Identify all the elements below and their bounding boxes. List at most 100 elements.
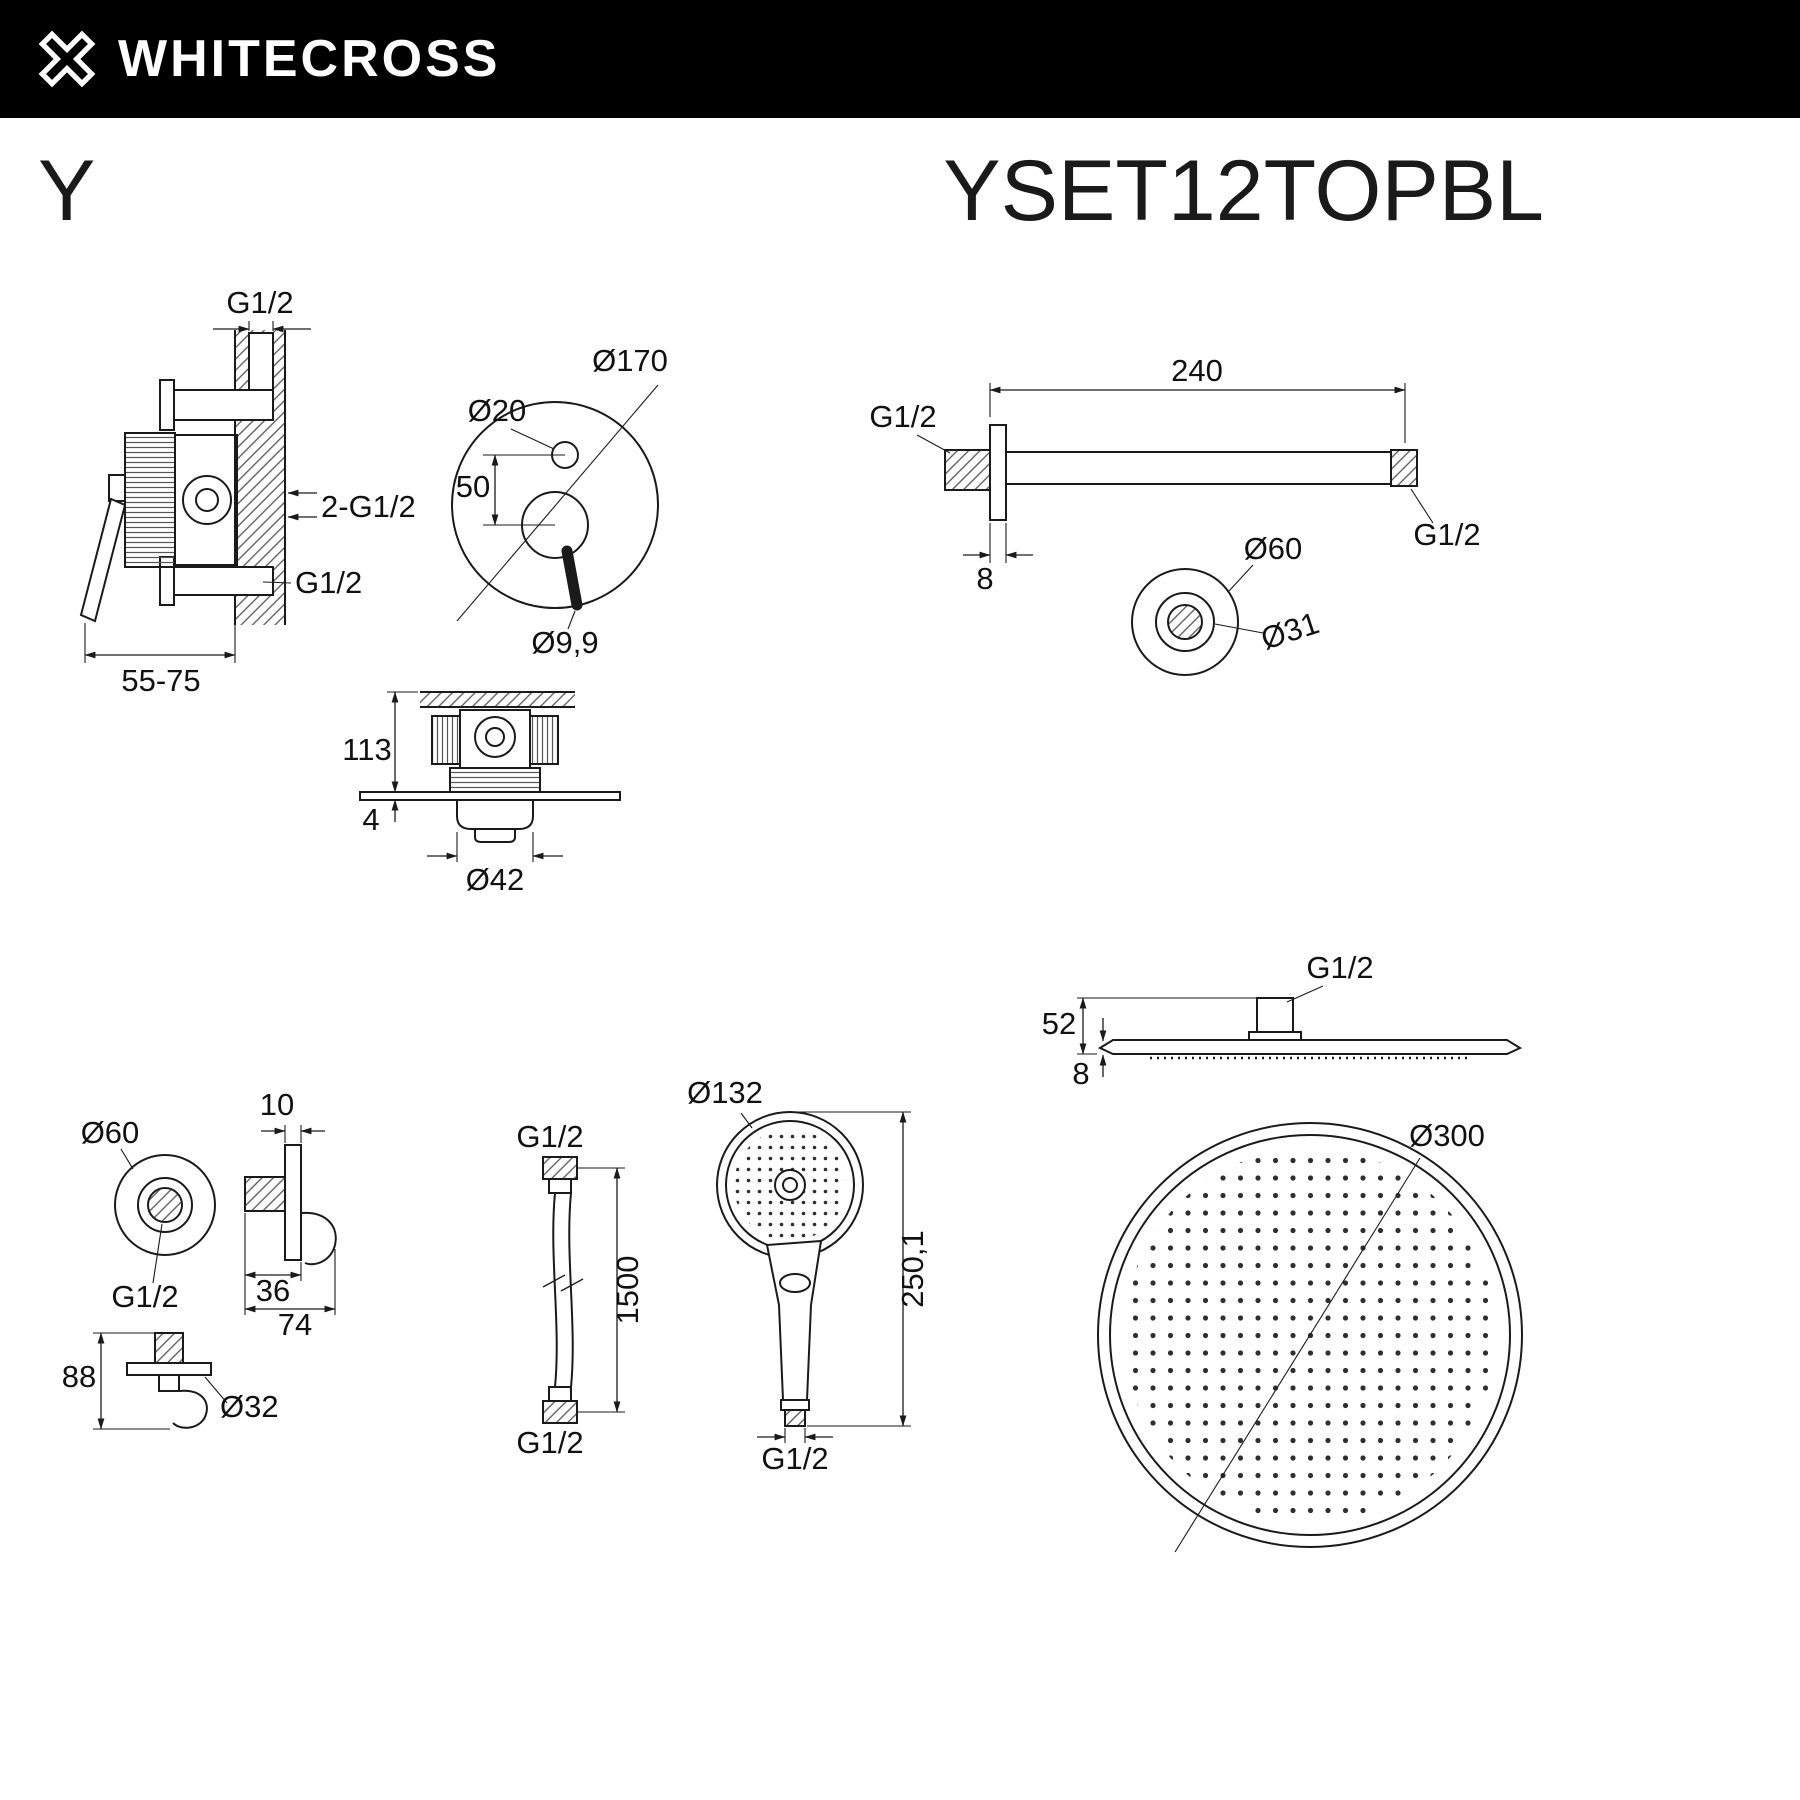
series-title: Y <box>38 143 96 239</box>
dim-label-thread-top: G1/2 <box>516 1119 583 1154</box>
dim-label-flange-diameter: Ø60 <box>1244 531 1303 566</box>
dim-body-depth: 113 <box>342 691 418 793</box>
dim-label-diverter-diameter: Ø20 <box>468 393 527 428</box>
dim-plate-thickness: 8 <box>1072 1018 1107 1091</box>
arm-flange-front-view <box>1131 568 1239 676</box>
hand-shower-drawing: Ø132 250,1 G1/2 <box>687 1075 930 1476</box>
arm-end-thread <box>1390 449 1418 487</box>
dim-label-thread: G1/2 <box>111 1279 178 1314</box>
dim-label-thread: G1/2 <box>761 1441 828 1476</box>
rain-head-side-drawing: G1/2 52 8 <box>1042 950 1523 1091</box>
trim-plate-edge <box>359 791 621 801</box>
dim-body-depth: 36 <box>244 1213 302 1315</box>
arm-wall-thread <box>944 449 991 491</box>
wall-outlet-drawing: Ø60 G1/2 10 36 74 88 Ø3 <box>62 1087 337 1430</box>
dim-thread-bottom: G1/2 <box>262 565 362 600</box>
dim-label-mounting-depth: 55-75 <box>121 663 200 698</box>
dim-label-hub-diameter: Ø31 <box>1257 605 1324 656</box>
brand-name: WHITECROSS <box>118 30 501 88</box>
trim-front-view-drawing: Ø170 Ø20 50 Ø9,9 <box>451 343 668 660</box>
dim-label-plate-thickness: 8 <box>1072 1056 1089 1091</box>
dim-total-length: 250,1 <box>793 1111 930 1427</box>
dim-thread-wall: G1/2 <box>869 399 951 454</box>
dim-thread-top: G1/2 <box>213 285 311 333</box>
dim-height: 88 <box>62 1332 170 1430</box>
shower-arm-drawing: 240 G1/2 G1/2 8 Ø60 Ø31 <box>869 353 1481 676</box>
dim-flange-thickness: 8 <box>963 523 1033 596</box>
dim-label-arm-length: 240 <box>1171 353 1223 388</box>
dim-label-thread-wall: G1/2 <box>869 399 936 434</box>
lever-stem <box>561 545 583 611</box>
dim-label-thread-bottom: G1/2 <box>516 1425 583 1460</box>
dim-plate-diameter: Ø170 <box>456 343 668 622</box>
dim-total-depth: 74 <box>244 1249 336 1342</box>
dim-lever-diameter: Ø9,9 <box>531 610 599 660</box>
outlet-side-view <box>244 1144 337 1266</box>
dim-head-diameter: Ø132 <box>687 1075 763 1129</box>
dim-mounting-depth: 55-75 <box>84 623 236 698</box>
shower-hose-drawing: G1/2 1500 G1/2 <box>516 1119 645 1460</box>
dim-label-total-depth: 74 <box>278 1307 312 1342</box>
head-plate <box>1097 1039 1523 1055</box>
hand-shower-body <box>716 1111 864 1427</box>
dim-label-flange-diameter: Ø60 <box>81 1115 140 1150</box>
dim-plate-thickness: 10 <box>260 1087 325 1143</box>
valve-body <box>359 709 621 843</box>
dim-diameter: Ø300 <box>1174 1118 1485 1553</box>
dim-arm-length: 240 <box>989 353 1406 443</box>
dim-label-total-length: 250,1 <box>895 1230 930 1308</box>
dim-label-thread-top: G1/2 <box>226 285 293 320</box>
dim-label-thread-bottom: G1/2 <box>295 565 362 600</box>
hose-body <box>542 1156 584 1424</box>
dim-label-height: 88 <box>62 1359 96 1394</box>
dim-label-plate-thickness: 10 <box>260 1087 294 1122</box>
dim-collar-diameter: Ø42 <box>427 832 563 897</box>
handle <box>765 1239 823 1401</box>
dim-flange-diameter: Ø60 <box>81 1115 140 1170</box>
dim-label-lever-diameter: Ø9,9 <box>531 625 598 660</box>
dim-label-head-diameter: Ø132 <box>687 1075 763 1110</box>
valve-section-drawing: 113 4 Ø42 <box>342 691 621 897</box>
whitecross-logo-icon <box>38 30 96 88</box>
dim-label-plate-diameter: Ø170 <box>592 343 668 378</box>
arm-flange <box>989 424 1007 521</box>
collar <box>456 799 534 830</box>
rain-head-top-drawing: Ø300 <box>1097 1118 1523 1553</box>
rain-head-profile <box>1097 997 1523 1060</box>
dim-label-body-depth: 36 <box>256 1273 290 1308</box>
dim-label-thread: G1/2 <box>1306 950 1373 985</box>
arm-body <box>944 424 1418 521</box>
dim-label-diameter: Ø300 <box>1409 1118 1485 1153</box>
holder-side-view <box>126 1332 212 1429</box>
dim-plate-thickness: 4 <box>362 799 399 837</box>
dim-holder-diameter: Ø32 <box>204 1376 279 1424</box>
wall-hatch <box>420 691 575 708</box>
dim-label-flange-thickness: 8 <box>976 561 993 596</box>
trim-plate <box>451 401 659 611</box>
head-connector <box>1256 997 1294 1033</box>
dim-diverter-diameter: Ø20 <box>468 393 555 450</box>
dim-label-threads-inlets: 2-G1/2 <box>321 489 416 524</box>
dim-length: 1500 <box>577 1167 645 1413</box>
dim-thread-end: G1/2 <box>1410 488 1481 552</box>
dim-label-length: 1500 <box>610 1256 645 1325</box>
dim-threads-inlets: 2-G1/2 <box>287 489 416 524</box>
header-banner: WHITECROSS <box>0 0 1800 118</box>
dim-label-thread-end: G1/2 <box>1413 517 1480 552</box>
model-number: YSET12TOPBL <box>943 143 1544 239</box>
dim-thread: G1/2 <box>111 1223 179 1314</box>
dim-thread: G1/2 <box>757 1428 833 1476</box>
dim-label-total-height: 52 <box>1042 1006 1076 1041</box>
outlet-front-view <box>114 1154 216 1256</box>
dim-label-plate-thickness: 4 <box>362 802 379 837</box>
dim-label-collar-diameter: Ø42 <box>466 862 525 897</box>
dim-thread: G1/2 <box>1286 950 1374 1003</box>
dim-total-height: 52 <box>1042 997 1257 1055</box>
dim-label-body-depth: 113 <box>342 732 391 767</box>
dim-center-distance: 50 <box>456 454 565 526</box>
arm-tube <box>1005 451 1392 485</box>
select-button <box>779 1273 811 1293</box>
mixer-side-view-drawing: G1/2 2-G1/2 G1/2 55-75 <box>79 285 416 698</box>
dim-label-center-distance: 50 <box>456 469 490 504</box>
mixer-lever <box>79 497 127 623</box>
